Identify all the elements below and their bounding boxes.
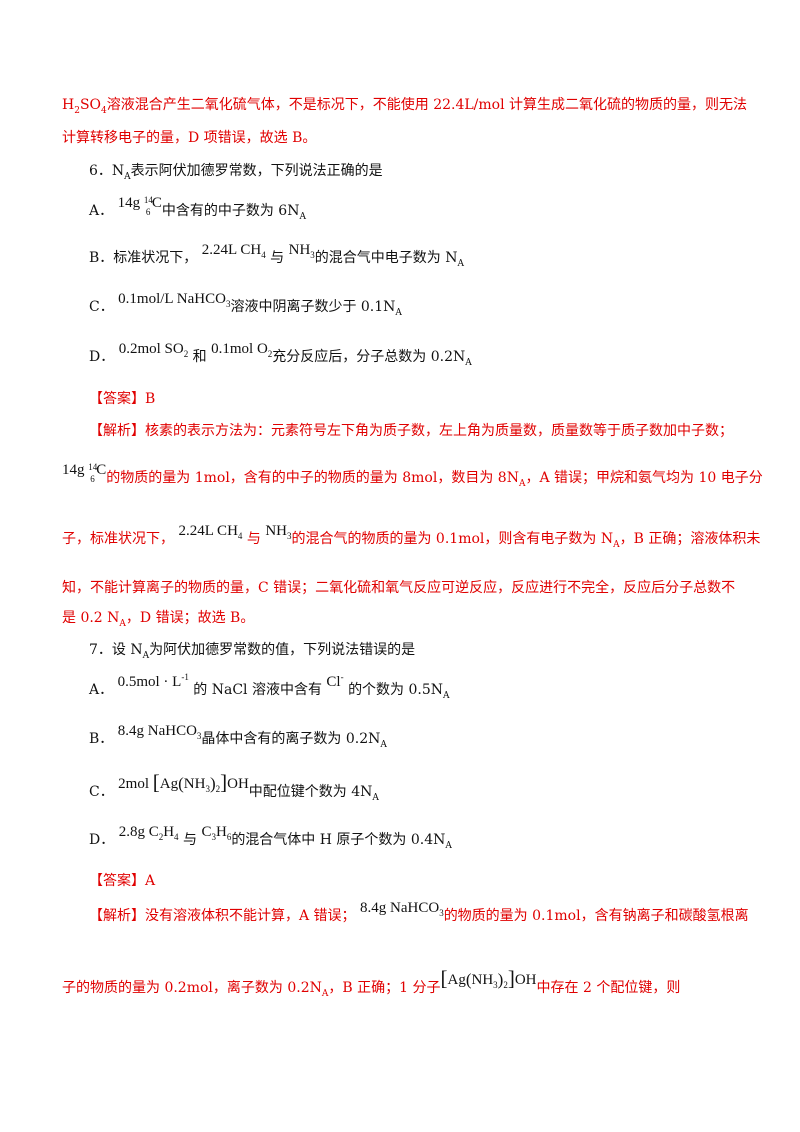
question-6-option-c: C． 0.1mol/L NaHCO3溶液中阴离子数少于 0.1NA <box>89 291 402 318</box>
question-6-explanation-line-4: 知，不能计算离子的物质的量，C 错误；二氧化硫和氧气反应可逆反应，反应进行不完全… <box>62 580 736 596</box>
question-7-explanation-line-2: 子的物质的量为 0.2mol，离子数为 0.2NA，B 正确；1 分子[Ag(N… <box>62 966 681 999</box>
question-7-option-d: D． 2.8g C2H4 与 C3H6的混合气体中 H 原子个数为 0.4NA <box>89 824 452 851</box>
question-6-option-b: B．标准状况下， 2.24L CH4 与 NH3的混合气中电子数为 NA <box>89 242 464 269</box>
question-7-explanation-line-1: 【解析】没有溶液体积不能计算，A 错误； 8.4g NaHCO3的物质的量为 0… <box>89 900 749 924</box>
question-6-answer: 【答案】B <box>89 391 156 407</box>
question-6-stem: 6．NA表示阿伏加德罗常数，下列说法正确的是 <box>89 163 383 182</box>
question-6-explanation-line-5: 是 0.2 NA，D 错误；故选 B。 <box>62 610 255 629</box>
prev-explanation-line-2: 计算转移电子的量，D 项错误，故选 B。 <box>62 130 317 146</box>
question-7-option-c: C． 2mol [Ag(NH3)2]OH中配位键个数为 4NA <box>89 770 379 803</box>
question-7-option-b: B． 8.4g NaHCO3晶体中含有的离子数为 0.2NA <box>89 723 387 750</box>
question-7-stem: 7．设 NA为阿伏加德罗常数的值，下列说法错误的是 <box>89 642 416 661</box>
question-7-answer: 【答案】A <box>89 873 156 889</box>
question-6-explanation-line-3: 子，标准状况下， 2.24L CH4 与 NH3的混合气的物质的量为 0.1mo… <box>62 523 761 550</box>
question-7-option-a: A． 0.5mol · L-1 的 NaCl 溶液中含有 Cl- 的个数为 0.… <box>89 672 450 701</box>
question-6-option-d: D． 0.2mol SO2 和 0.1mol O2充分反应后，分子总数为 0.2… <box>89 341 472 368</box>
question-6-explanation-line-1: 【解析】核素的表示方法为：元素符号左下角为质子数，左上角为质量数，质量数等于质子… <box>89 423 733 439</box>
prev-explanation-line-1: H2SO4溶液混合产生二氧化硫气体，不是标况下，不能使用 22.4L/mol 计… <box>62 97 748 116</box>
